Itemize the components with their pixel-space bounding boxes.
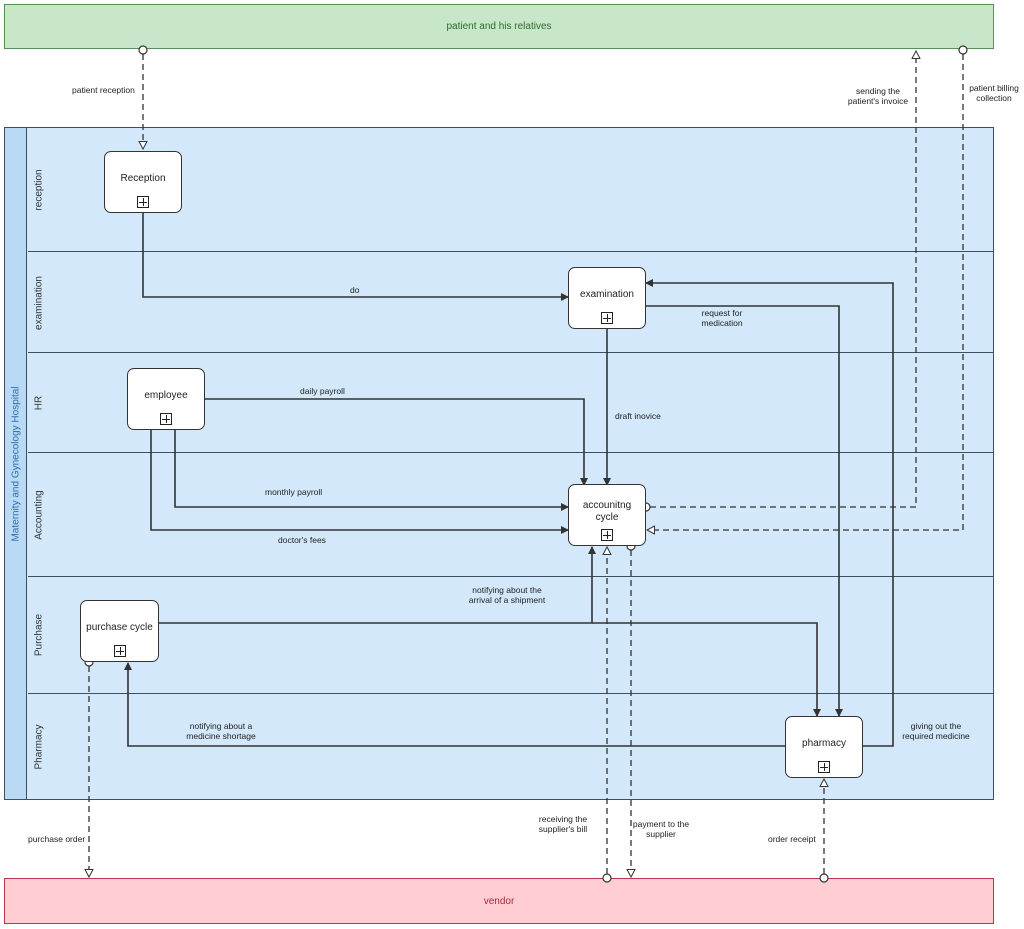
label-notifying-shortage: notifying about a medicine shortage xyxy=(186,721,256,741)
task-reception[interactable]: Reception xyxy=(104,151,182,213)
lane-separator xyxy=(28,693,993,694)
lane-separator xyxy=(28,576,993,577)
task-examination-label: examination xyxy=(580,289,634,300)
label-patient-reception: patient reception xyxy=(72,85,135,95)
patient-pool: patient and his relatives xyxy=(4,4,994,49)
subprocess-marker-icon xyxy=(601,529,613,541)
subprocess-marker-icon xyxy=(160,413,172,425)
hospital-pool-label: Maternity and Gynecology Hospital xyxy=(10,386,22,542)
task-employee[interactable]: employee xyxy=(127,368,205,430)
label-giving-out-medicine: giving out the required medicine xyxy=(902,721,970,741)
lane-label-examination: examination xyxy=(33,276,45,330)
label-notifying-shipment: notifying about the arrival of a shipmen… xyxy=(468,585,546,605)
label-monthly-payroll: monthly payroll xyxy=(265,487,323,497)
lane-label-pharmacy: Pharmacy xyxy=(33,724,45,770)
lane-label-purchase: Purchase xyxy=(33,613,45,657)
label-doctors-fees: doctor's fees xyxy=(278,535,326,545)
subprocess-marker-icon xyxy=(818,761,830,773)
task-purchase-label: purchase cycle xyxy=(86,622,153,633)
lane-separator xyxy=(28,251,993,252)
vendor-pool: vendor xyxy=(4,878,994,924)
subprocess-marker-icon xyxy=(137,196,149,208)
subprocess-marker-icon xyxy=(601,312,613,324)
task-employee-label: employee xyxy=(144,390,188,401)
vendor-pool-label: vendor xyxy=(483,895,515,907)
subprocess-marker-icon xyxy=(113,645,126,657)
lane-label-reception: reception xyxy=(33,169,45,211)
task-pharmacy-label: pharmacy xyxy=(802,738,846,749)
task-pharmacy[interactable]: pharmacy xyxy=(785,716,863,778)
task-examination[interactable]: examination xyxy=(568,267,646,329)
label-receiving-bill: receiving the supplier's bill xyxy=(538,814,588,834)
lane-label-accounting: Accounting xyxy=(33,490,45,540)
task-reception-label: Reception xyxy=(120,173,166,184)
lane-separator xyxy=(28,352,993,353)
label-draft-invoice: draft inovice xyxy=(615,411,661,421)
task-purchase-cycle[interactable]: purchase cycle xyxy=(80,600,159,662)
label-purchase-order: purchase order xyxy=(28,834,86,844)
lane-label-hr: HR xyxy=(33,395,45,411)
task-accounting-label: accounitng cycle xyxy=(582,500,632,523)
label-order-receipt: order receipt xyxy=(768,834,816,844)
label-payment-supplier: payment to the supplier xyxy=(632,819,690,839)
task-accounting-cycle[interactable]: accounitng cycle xyxy=(568,484,646,546)
label-patient-billing: patient billing collection xyxy=(969,83,1019,103)
patient-pool-label: patient and his relatives xyxy=(446,21,552,32)
label-do: do xyxy=(350,285,360,295)
lane-separator xyxy=(28,452,993,453)
label-request-for-medication: request for medication xyxy=(701,308,743,328)
label-sending-invoice: sending the patient's invoice xyxy=(847,86,909,106)
label-daily-payroll: daily payroll xyxy=(300,386,345,396)
hospital-pool-header xyxy=(5,128,27,799)
hospital-pool: Maternity and Gynecology Hospital recept… xyxy=(4,127,994,800)
